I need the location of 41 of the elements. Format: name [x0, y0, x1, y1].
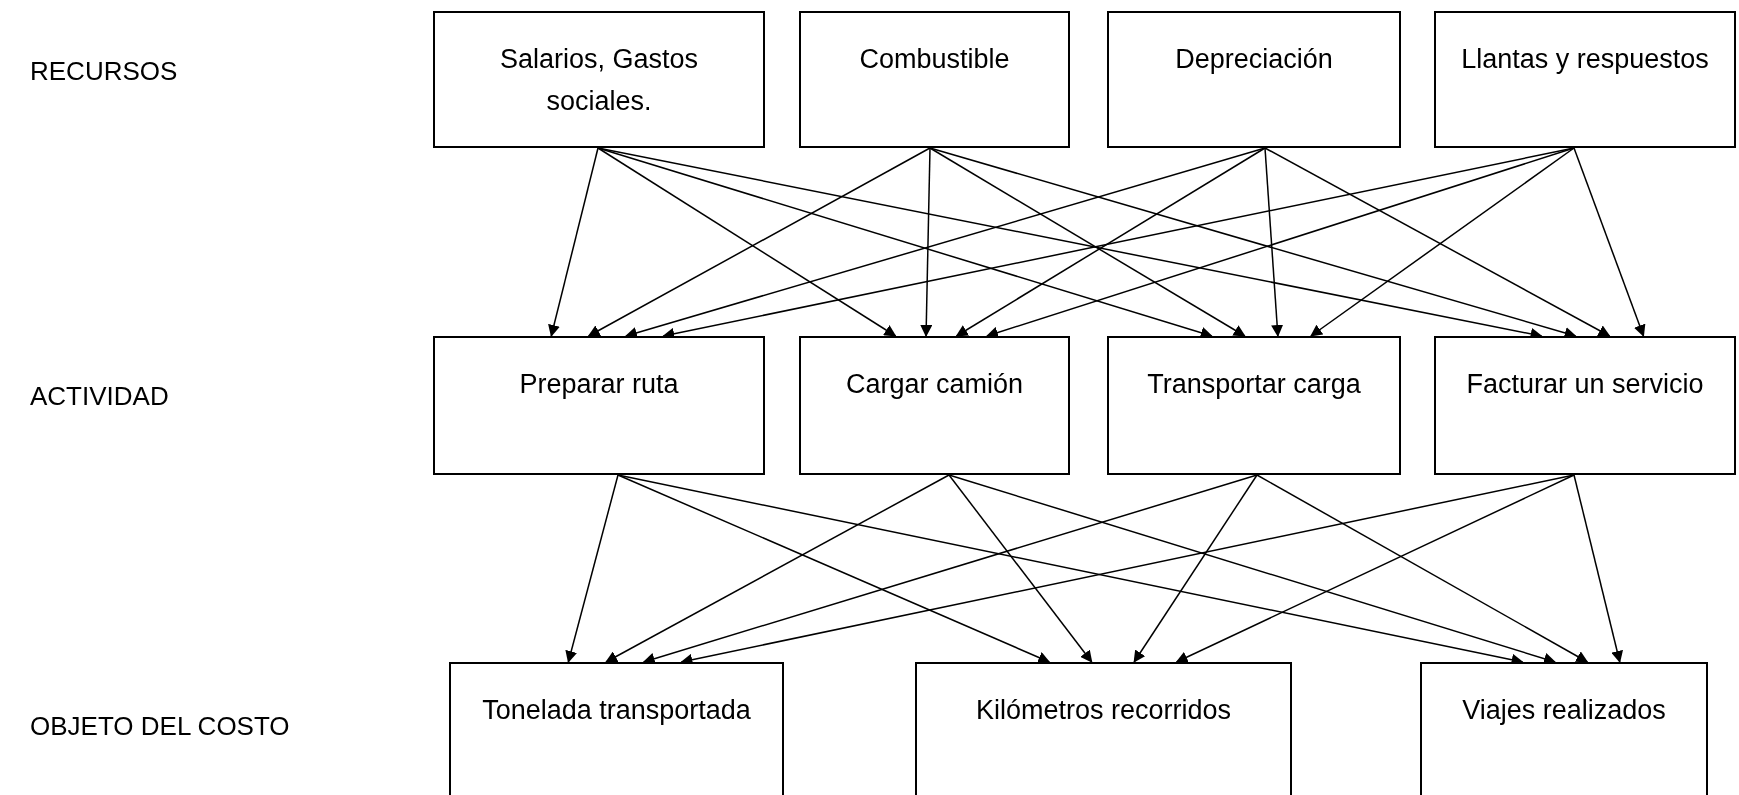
- process-box: [1434, 11, 1736, 148]
- process-box: [449, 662, 784, 795]
- arrow: [1256, 474, 1589, 663]
- box-text: Salarios, Gastos sociales.: [498, 43, 700, 118]
- process-box: [1107, 11, 1401, 148]
- process-box: [799, 11, 1070, 148]
- arrow: [948, 474, 1093, 663]
- arrow: [1573, 147, 1646, 337]
- process-box: [1434, 336, 1736, 475]
- process-box: [433, 336, 765, 475]
- box-text: Llantas y respuestos: [1461, 43, 1709, 76]
- arrow: [548, 147, 599, 337]
- process-box: [1107, 336, 1401, 475]
- process-box: [1420, 662, 1708, 795]
- arrow: [605, 474, 950, 663]
- box-text: Combustible: [859, 43, 1010, 76]
- box-text: Depreciación: [1175, 43, 1333, 76]
- row-label: ACTIVIDAD: [30, 380, 169, 413]
- arrow: [1264, 147, 1284, 337]
- arrow: [1573, 474, 1623, 663]
- box-text: Transportar carga: [1147, 368, 1361, 401]
- arrow: [565, 474, 619, 663]
- process-box: [915, 662, 1292, 795]
- box-text: Preparar ruta: [519, 368, 679, 401]
- box-text: Tonelada transportada: [482, 694, 751, 727]
- arrow: [642, 474, 1258, 665]
- box-text: Cargar camión: [845, 368, 1024, 401]
- arrow: [1310, 147, 1575, 337]
- arrow: [1264, 147, 1611, 337]
- box-text: Kilómetros recorridos: [975, 694, 1232, 727]
- process-box: [433, 11, 765, 148]
- arrow: [920, 147, 933, 337]
- row-label: OBJETO DEL COSTO: [30, 710, 290, 743]
- box-text: Facturar un servicio: [1466, 368, 1704, 401]
- row-label: RECURSOS: [30, 55, 178, 88]
- arrow: [1133, 474, 1258, 663]
- process-box: [799, 336, 1070, 475]
- arrow: [617, 474, 1051, 664]
- arrow: [1175, 474, 1575, 663]
- box-text: Viajes realizados: [1462, 694, 1666, 727]
- arrow: [948, 474, 1556, 665]
